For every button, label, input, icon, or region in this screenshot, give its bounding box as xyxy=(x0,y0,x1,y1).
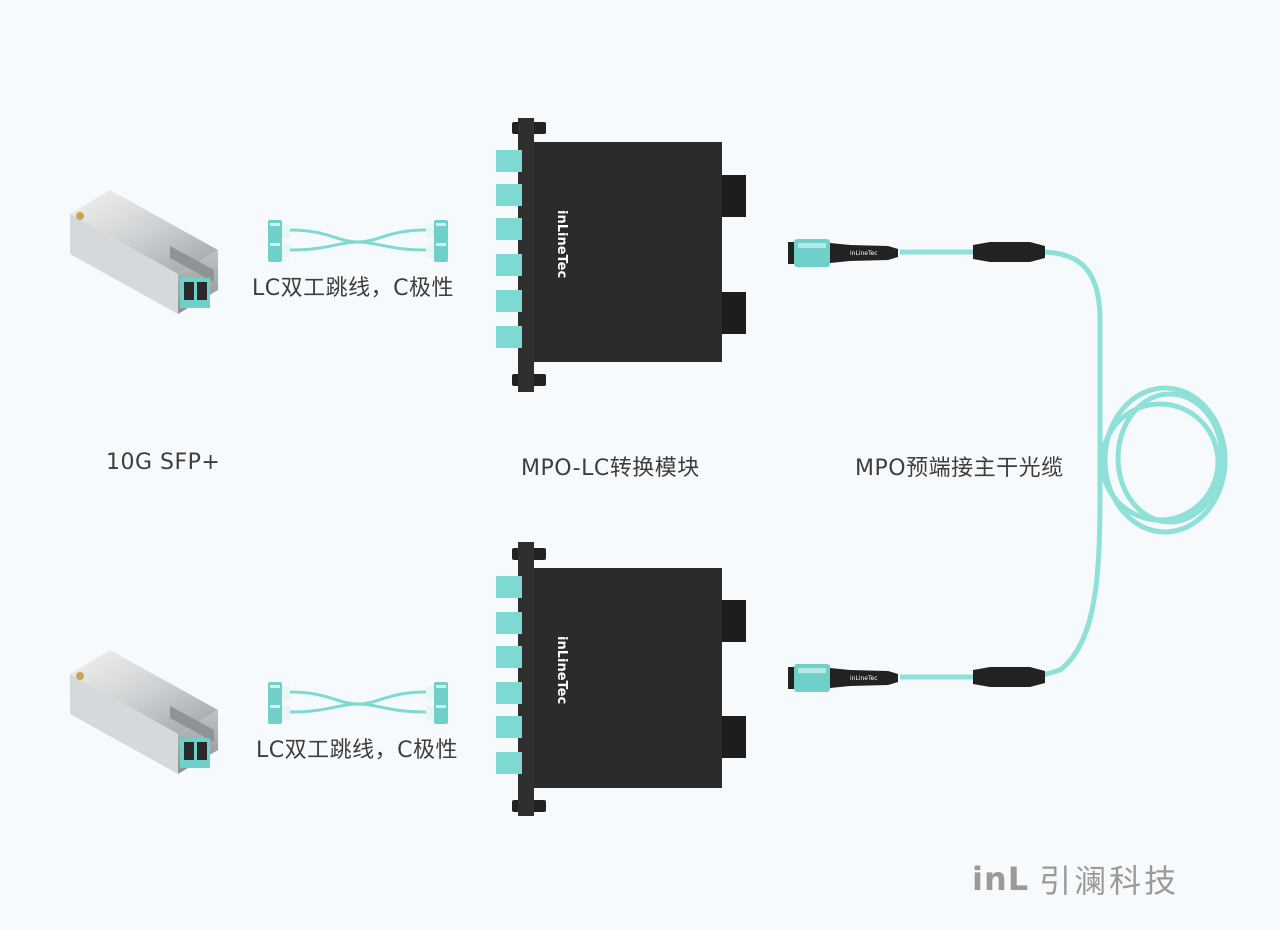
module-brand-bottom: inLineTec xyxy=(554,636,569,704)
module-brand-top: inLineTec xyxy=(554,210,569,278)
trunk-coupler-top xyxy=(973,242,1045,262)
trunk-cable xyxy=(900,249,1228,680)
logo-text: 引澜科技 xyxy=(1039,862,1180,900)
sfp-module-bottom xyxy=(70,650,218,774)
mpo-brand-bottom: inLineTec xyxy=(850,675,878,682)
sfp-module-top xyxy=(70,190,218,314)
lc-ports-bottom xyxy=(496,576,522,774)
brand-logo: inL 引澜科技 xyxy=(972,856,1179,902)
label-trunk-cable: MPO预端接主干光缆 xyxy=(855,456,1064,481)
lc-patch-cord-top xyxy=(268,220,448,262)
label-lc-cord-bottom: LC双工跳线，C极性 xyxy=(256,738,458,763)
mpo-connector-top: inLineTec xyxy=(788,239,898,267)
mpo-lc-module-top: inLineTec xyxy=(496,118,746,392)
lc-patch-cord-bottom xyxy=(268,682,448,724)
trunk-coupler-bottom xyxy=(973,667,1045,687)
mpo-lc-module-bottom: inLineTec xyxy=(496,542,746,816)
label-sfp: 10G SFP+ xyxy=(106,450,221,475)
label-module: MPO-LC转换模块 xyxy=(521,456,700,481)
mpo-brand-top: inLineTec xyxy=(850,250,878,257)
lc-ports-top xyxy=(496,150,522,348)
mpo-connector-bottom: inLineTec xyxy=(788,664,898,692)
label-lc-cord-top: LC双工跳线，C极性 xyxy=(252,276,454,301)
logo-mark: inL xyxy=(972,860,1030,898)
